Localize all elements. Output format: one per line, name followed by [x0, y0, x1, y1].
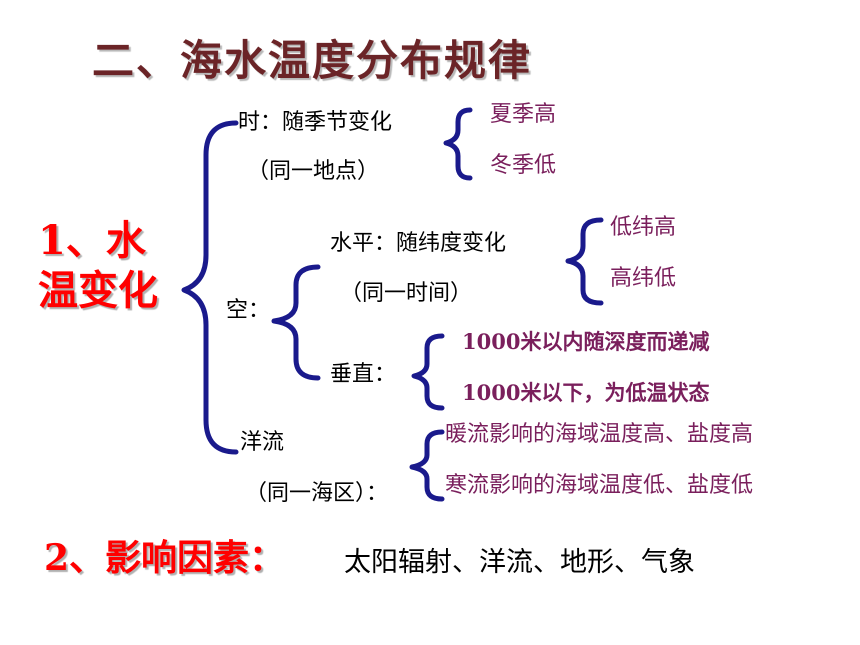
vertical-brace	[411, 333, 445, 411]
current-note: （同一海区）：	[245, 481, 389, 506]
page-title: 二、海水温度分布规律	[92, 36, 533, 85]
time-item-summer: 夏季高	[490, 102, 557, 127]
space-brace	[271, 264, 321, 381]
section2-content: 太阳辐射、洋流、地形、气象	[344, 547, 695, 578]
section1-heading-line1: 1、水	[38, 217, 146, 264]
horizontal-label: 水平：随纬度变化	[330, 231, 507, 256]
horizontal-item-high-latitude: 高纬低	[610, 266, 677, 291]
horizontal-brace	[565, 217, 604, 306]
horizontal-note: （同一时间）	[340, 281, 473, 306]
space-label: 空：	[226, 298, 271, 323]
section2-heading: 2、影响因素：	[44, 537, 286, 579]
horizontal-item-low-latitude: 低纬高	[610, 215, 677, 240]
time-brace	[443, 107, 473, 181]
current-brace	[409, 429, 445, 502]
vertical-item-above-1000m: 1000米以内随深度而递减	[462, 329, 710, 354]
main-brace	[181, 120, 239, 455]
time-note: （同一地点）	[247, 159, 380, 184]
time-item-winter: 冬季低	[490, 153, 557, 178]
vertical-label: 垂直：	[330, 362, 397, 387]
current-item-cold: 寒流影响的海域温度低、盐度低	[445, 473, 754, 498]
section1-heading: 1、水 温变化	[38, 216, 158, 316]
time-label: 时：随季节变化	[238, 110, 393, 135]
section1-heading-line2: 温变化	[38, 267, 158, 314]
current-item-warm: 暖流影响的海域温度高、盐度高	[445, 422, 754, 447]
current-label: 洋流	[240, 430, 285, 455]
vertical-item-below-1000m: 1000米以下，为低温状态	[462, 380, 710, 405]
